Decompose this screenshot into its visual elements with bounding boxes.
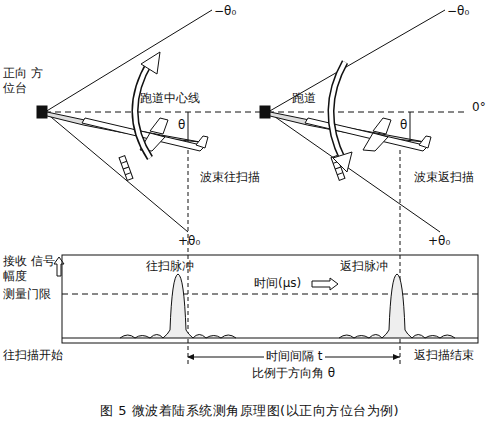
threshold-label: 测量门限 (3, 287, 51, 302)
angle-label: −θ₀ (214, 4, 236, 19)
pulse-label: 往扫脉冲 (146, 259, 194, 274)
scan-label: 波束往扫描 (200, 170, 260, 185)
angle-label: −θ₀ (447, 4, 469, 19)
interval-label: 时间间隔 t (264, 349, 325, 364)
centerline-label: 跑道中心线 (140, 91, 200, 106)
angle-label: +θ₀ (428, 234, 450, 249)
figure-caption: 图 5 微波着陆系统测角原理图(以正向方位台为例) (100, 402, 399, 420)
angle-label: +θ₀ (178, 234, 200, 249)
interval-note: 比例于方向角 θ (252, 366, 335, 381)
pulse-label: 返扫脉冲 (340, 259, 388, 274)
station-name: 正向 方位台 (3, 66, 43, 96)
end-label: 返扫描结束 (414, 348, 474, 363)
runway-label: 跑道 (292, 91, 316, 106)
angle-label: 0° (472, 100, 486, 115)
time-axis-label: 时间(μs) (254, 276, 301, 291)
scan-label: 波束返扫描 (414, 170, 474, 185)
angle-symbol: θ (400, 118, 407, 133)
start-label: 往扫描开始 (3, 348, 63, 363)
angle-symbol: θ (178, 118, 185, 133)
axis-label: 接收 信号幅度 (3, 254, 55, 284)
